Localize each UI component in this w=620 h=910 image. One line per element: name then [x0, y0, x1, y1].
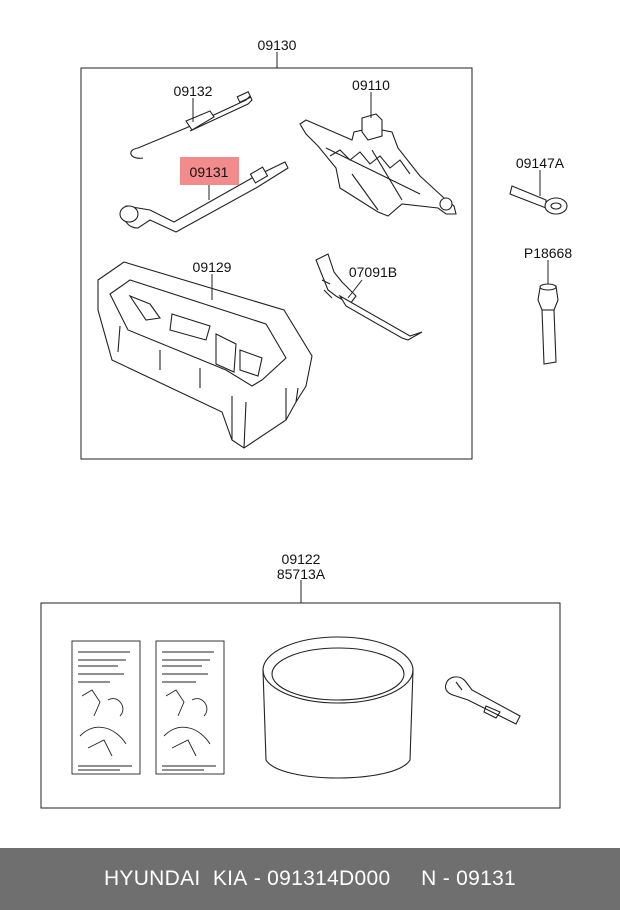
strap-part	[315, 253, 423, 341]
callout-tray: 09129	[193, 259, 232, 275]
footer-separator: -	[247, 867, 268, 890]
tray-part	[97, 261, 313, 449]
part-number-footer: HYUNDAI KIA - 091314D000 N - 09131	[0, 848, 620, 910]
jack-part	[299, 113, 457, 217]
parts-diagram: 09130 09132 09131 09110 09129	[40, 37, 572, 809]
leader-strap	[347, 279, 363, 299]
callout-kit-lower-line1: 09122	[282, 551, 321, 567]
callout-tow-hook: 09147A	[516, 155, 565, 171]
highlight-wrench-callout	[180, 157, 239, 185]
socket-adapter-part	[537, 283, 559, 365]
footer-part-number: 091314D000	[267, 867, 391, 890]
callout-socket-adapter: P18668	[524, 245, 572, 261]
callout-handle-hook: 09132	[174, 83, 213, 99]
tow-hook-part	[509, 185, 568, 215]
tire-cover-part	[262, 636, 414, 779]
instruction-sheet-2	[155, 640, 225, 775]
footer-gap	[390, 867, 421, 891]
handle-hook-part	[130, 91, 253, 159]
callout-wrench: 09131	[190, 164, 229, 180]
callout-jack: 09110	[352, 77, 390, 93]
diagram-canvas: 09130 09132 09131 09110 09129	[40, 37, 572, 809]
callout-kit-lower-line2: 85713A	[277, 566, 326, 582]
wrench-part	[119, 161, 289, 233]
footer-n-prefix: N -	[421, 867, 457, 890]
instruction-sheet-1	[71, 640, 141, 775]
callout-kit-main: 09130	[258, 37, 297, 53]
footer-brand: HYUNDAI KIA	[103, 867, 248, 890]
callout-strap: 07091B	[349, 264, 397, 280]
lower-strap-part	[444, 676, 521, 725]
footer-n-value: 09131	[456, 867, 517, 890]
